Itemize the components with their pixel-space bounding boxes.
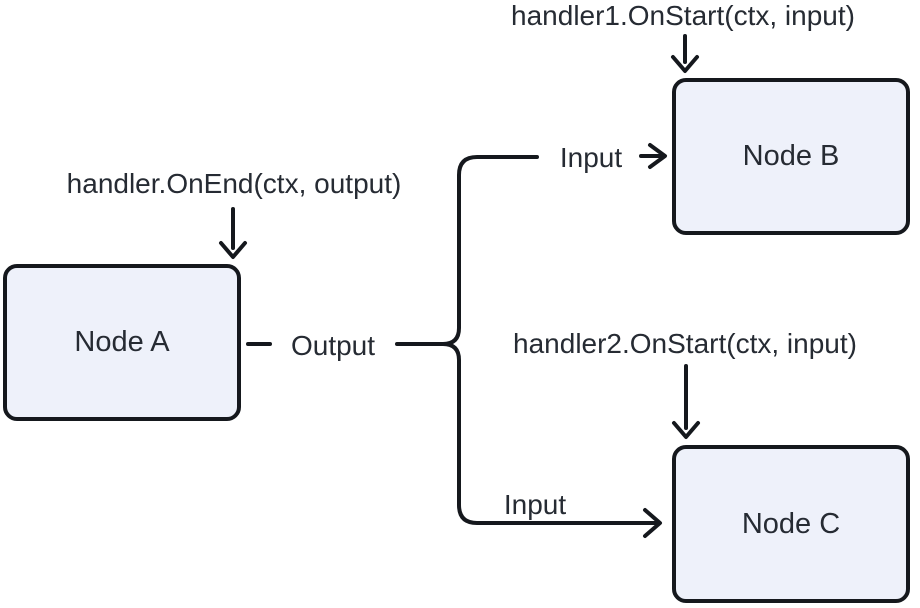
edge-label-input-top: Input — [559, 142, 623, 173]
node-b-box: Node B — [672, 78, 910, 235]
callout-on-end: handler.OnEnd(ctx, output) — [66, 168, 402, 199]
arrow-right-node-b-icon — [639, 143, 667, 169]
branch-upper-line — [441, 155, 539, 346]
callout-on-start-1: handler1.OnStart(ctx, input) — [511, 0, 855, 31]
node-a-box: Node A — [3, 264, 241, 421]
arrow-down-node-b-icon — [671, 34, 699, 73]
callout-on-start-2: handler2.OnStart(ctx, input) — [513, 328, 857, 359]
node-c-label: Node C — [741, 507, 841, 540]
edge-label-input-bottom: Input — [503, 489, 567, 520]
branch-lower-arrow — [441, 342, 662, 538]
arrow-down-node-c-icon — [672, 364, 700, 439]
node-c-box: Node C — [672, 445, 910, 603]
edge-label-output: Output — [290, 330, 376, 361]
arrow-down-node-a-icon — [219, 207, 247, 259]
node-b-label: Node B — [742, 140, 840, 172]
node-a-label: Node A — [74, 326, 170, 358]
